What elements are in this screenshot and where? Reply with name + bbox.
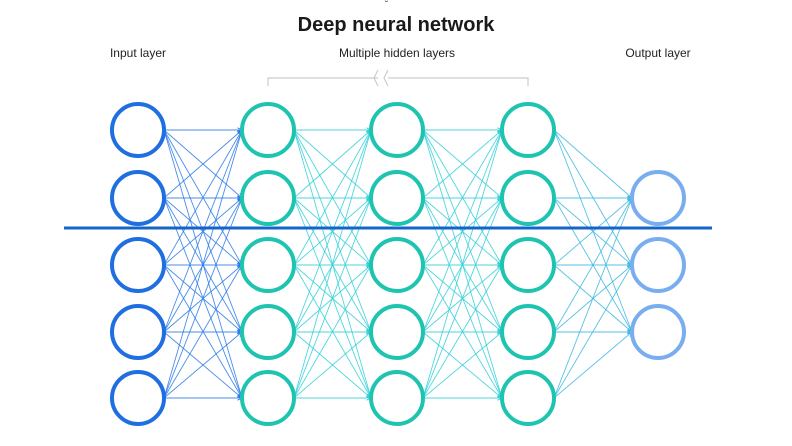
node-hidden-2-2 [369,170,425,226]
top-mark: ˘ [385,0,389,11]
edge-hidden-2-5-to-hidden-3-3 [422,264,503,399]
edge-hidden-2-4-to-hidden-3-1 [422,129,503,333]
node-hidden-1-2 [240,170,296,226]
node-hidden-3-2 [500,170,556,226]
edge-hidden-2-5-to-hidden-3-1 [422,129,503,399]
edge-input-5-to-hidden-1-4 [163,331,243,399]
node-hidden-3-5 [500,370,556,426]
edge-hidden-1-5-to-hidden-2-3 [293,264,372,399]
edge-hidden-2-5-to-hidden-3-4 [422,331,503,399]
hidden-layers-bracket [267,77,529,86]
edge-hidden-1-3-to-hidden-2-1 [293,129,372,266]
node-hidden-1-5 [240,370,296,426]
node-hidden-3-3 [500,237,556,293]
node-hidden-2-1 [369,102,425,158]
edge-input-5-to-hidden-1-3 [163,264,243,399]
node-input-5 [110,370,166,426]
node-input-4 [110,304,166,360]
node-input-3 [110,237,166,293]
node-hidden-2-3 [369,237,425,293]
edge-input-4-to-hidden-1-1 [163,129,243,333]
node-hidden-3-4 [500,304,556,360]
edge-hidden-3-3-to-output-1 [553,197,633,266]
node-output-3 [630,304,686,360]
edge-hidden-3-5-to-output-3 [553,331,633,399]
node-hidden-1-3 [240,237,296,293]
edge-hidden-3-4-to-output-1 [553,197,633,333]
node-hidden-1-1 [240,102,296,158]
node-hidden-1-4 [240,304,296,360]
edge-input-5-to-hidden-1-1 [163,129,243,399]
edge-hidden-2-2-to-hidden-3-1 [422,129,503,199]
edge-input-2-to-hidden-1-1 [163,129,243,199]
bracket-break-left [373,69,379,87]
edge-hidden-1-5-to-hidden-2-1 [293,129,372,399]
node-input-1 [110,102,166,158]
bracket-break-right [383,69,389,87]
node-input-2 [110,170,166,226]
edge-hidden-1-5-to-hidden-2-4 [293,331,372,399]
node-hidden-2-4 [369,304,425,360]
edge-hidden-1-4-to-hidden-2-1 [293,129,372,333]
edge-hidden-3-1-to-output-2 [553,129,633,266]
edge-hidden-3-5-to-output-2 [553,264,633,399]
edge-hidden-2-5-to-hidden-3-2 [422,197,503,399]
node-hidden-2-5 [369,370,425,426]
edge-input-3-to-hidden-1-1 [163,129,243,266]
node-hidden-3-1 [500,102,556,158]
edge-hidden-1-2-to-hidden-2-1 [293,129,372,199]
edge-input-5-to-hidden-1-2 [163,197,243,399]
input-layer-label: Input layer [109,46,167,60]
output-layer-label: Output layer [625,46,691,60]
node-output-2 [630,237,686,293]
edge-hidden-3-1-to-output-1 [553,129,633,199]
diagram-title: Deep neural network [297,14,495,36]
edge-hidden-1-5-to-hidden-2-2 [293,197,372,399]
node-output-1 [630,170,686,226]
hidden-layers-label: Multiple hidden layers [338,46,456,60]
edge-hidden-3-5-to-output-1 [553,197,633,399]
edge-hidden-2-3-to-hidden-3-1 [422,129,503,266]
